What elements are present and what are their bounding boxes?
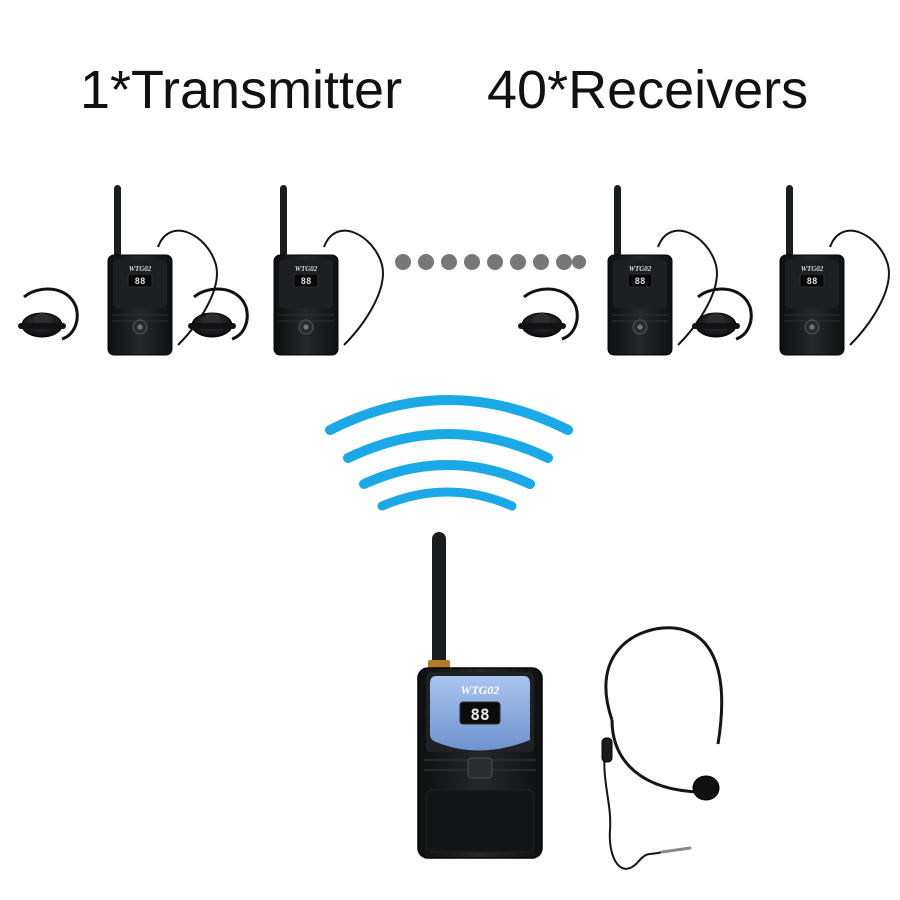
headline: 1*Transmitter 40*Receivers [0, 50, 900, 130]
mic-cable [603, 739, 663, 870]
headline-receivers: 40*Receivers [487, 60, 809, 120]
earhook-earphone [16, 287, 79, 341]
more-receivers-dots [395, 254, 586, 270]
earhook-earphone [516, 287, 579, 341]
headset-band [604, 626, 724, 745]
signal-waves-icon [325, 395, 573, 511]
transmitter-switch [467, 757, 493, 779]
receiver-group-left [16, 184, 384, 356]
transmitter-lcd-digits: 88 [470, 705, 489, 724]
transmitter-antenna [432, 532, 446, 668]
headline-transmitter: 1*Transmitter [80, 60, 403, 120]
earhook-earphone [186, 287, 249, 341]
transmitter-lcd [459, 701, 501, 725]
headset-microphone [601, 626, 724, 870]
earhook-earphone [690, 287, 753, 341]
receiver-device [273, 184, 384, 356]
transmitter-device: WTG02 88 [417, 532, 543, 859]
transmitter-brand: WTG02 [461, 683, 500, 697]
receiver-group-right [516, 184, 890, 356]
mic-windscreen [692, 775, 720, 801]
receiver-device [779, 184, 890, 356]
